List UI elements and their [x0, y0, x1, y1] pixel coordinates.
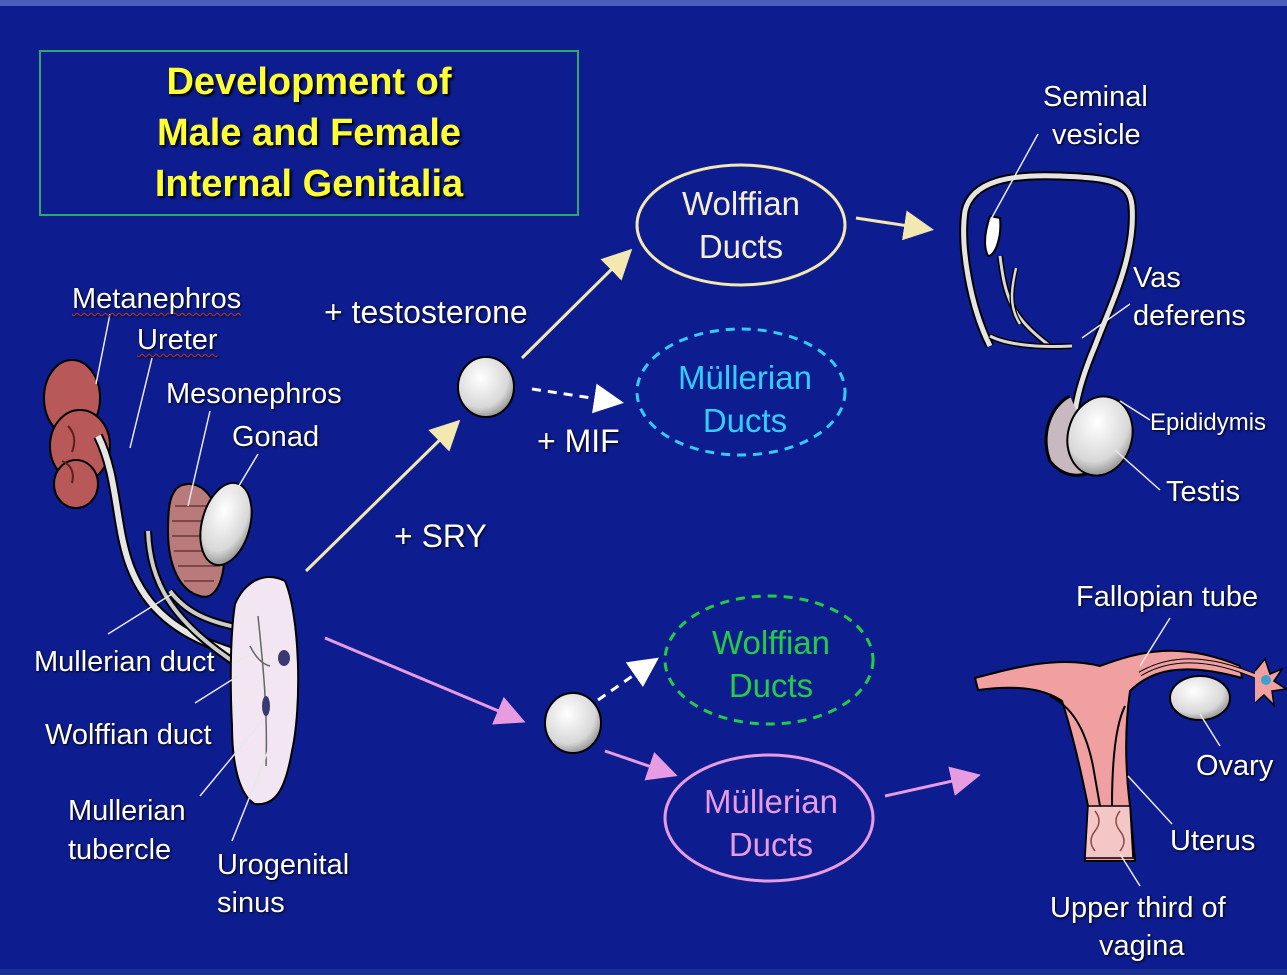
label-fallopian-tube: Fallopian tube: [1076, 581, 1258, 614]
label-seminal-vesicle-1: Seminal: [1043, 81, 1148, 114]
label-urogenital-sinus-2: sinus: [217, 887, 285, 920]
urogenital-sinus-drawing: [231, 577, 298, 804]
oval-text-male-wolffian: Wolffian Ducts: [641, 182, 841, 268]
indifferent-cell-male: [458, 357, 514, 417]
arrow-to-female-organs: [885, 776, 975, 796]
label-ovary: Ovary: [1196, 750, 1273, 783]
label-mesonephros: Mesonephros: [166, 378, 342, 411]
label-upper-vagina-2: vagina: [1099, 930, 1184, 963]
arrow-to-male-organs: [856, 218, 928, 229]
label-epididymis: Epididymis: [1150, 409, 1266, 437]
oval-text-female-wolffian-1: Wolffian: [671, 621, 871, 664]
arrow-female-wolffian: [598, 661, 654, 700]
oval-text-female-wolffian-2: Ducts: [671, 664, 871, 707]
oval-text-female-mullerian: Müllerian Ducts: [671, 780, 871, 866]
oval-text-male-wolffian-2: Ducts: [641, 225, 841, 268]
label-seminal-vesicle-2: vesicle: [1052, 119, 1141, 152]
oval-text-male-wolffian-1: Wolffian: [641, 182, 841, 225]
label-gonad: Gonad: [232, 421, 319, 454]
label-metanephros: Metanephros: [72, 283, 241, 316]
oval-text-female-mullerian-2: Ducts: [671, 823, 871, 866]
oval-text-female-mullerian-1: Müllerian: [671, 780, 871, 823]
metanephros-drawing: [44, 360, 110, 508]
oval-text-male-mullerian-1: Müllerian: [645, 356, 845, 399]
label-vas-deferens-1: Vas: [1133, 262, 1181, 295]
indifferent-cell-female: [545, 693, 601, 753]
label-mif: + MIF: [537, 423, 620, 460]
arrow-female-mullerian: [605, 751, 672, 774]
label-urogenital-sinus-1: Urogenital: [217, 849, 349, 882]
oval-text-female-wolffian: Wolffian Ducts: [671, 621, 871, 707]
oval-text-male-mullerian-2: Ducts: [645, 399, 845, 442]
label-mullerian-tubercle-2: tubercle: [68, 834, 171, 867]
label-wolffian-duct: Wolffian duct: [45, 719, 212, 752]
label-upper-vagina-1: Upper third of: [1050, 892, 1226, 925]
oval-text-male-mullerian: Müllerian Ducts: [645, 356, 845, 442]
label-sry: + SRY: [394, 518, 487, 555]
arrow-testosterone: [522, 253, 628, 358]
label-testis: Testis: [1166, 476, 1240, 509]
label-uterus: Uterus: [1170, 825, 1255, 858]
label-mullerian-duct: Mullerian duct: [34, 646, 215, 679]
label-vas-deferens-2: deferens: [1133, 300, 1246, 333]
label-mullerian-tubercle-1: Mullerian: [68, 795, 186, 828]
male-tract-drawing: [964, 176, 1142, 483]
arrow-mif: [532, 389, 618, 402]
label-ureter: Ureter: [137, 324, 218, 357]
label-testosterone: + testosterone: [324, 294, 528, 331]
arrow-female-path: [325, 638, 520, 720]
